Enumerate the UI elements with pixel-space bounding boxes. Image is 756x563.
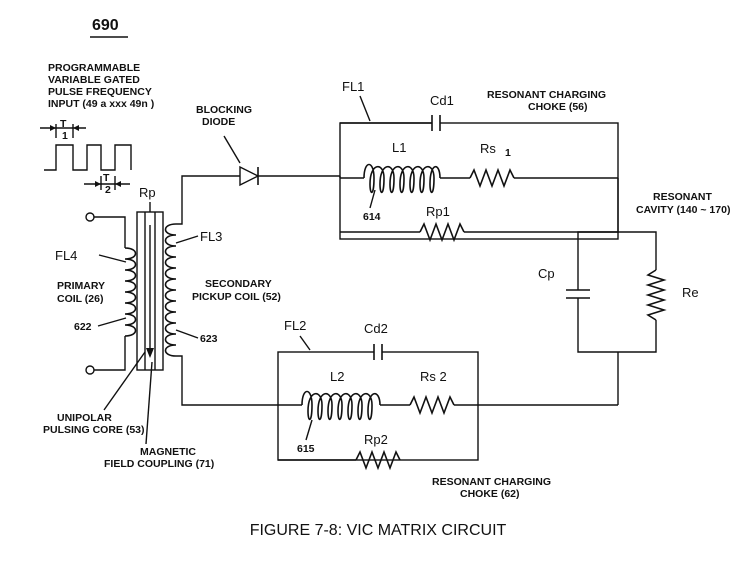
- pulse-input-line1: PROGRAMMABLE: [48, 62, 140, 74]
- blocking-diode-triangle: [239, 165, 260, 187]
- fl2-pointer: [299, 335, 311, 351]
- t2-subscript: 2: [105, 184, 111, 196]
- coupling-line1: MAGNETIC: [140, 446, 196, 458]
- cd2-label: Cd2: [364, 321, 388, 336]
- input-terminal-top: [85, 212, 95, 222]
- primary-line1: PRIMARY: [57, 280, 105, 292]
- fl1-pointer: [359, 95, 371, 122]
- fl3-label: FL3: [200, 229, 222, 244]
- choke-top-title-line2: CHOKE (56): [528, 101, 588, 113]
- t2-label: T: [103, 172, 110, 184]
- secondary-coil: [164, 223, 177, 357]
- ref-622-pointer: [97, 317, 127, 327]
- secondary-line1: SECONDARY: [205, 278, 272, 290]
- t1-subscript: 1: [62, 130, 68, 142]
- l2-label: L2: [330, 369, 344, 384]
- choke-top-title-line1: RESONANT CHARGING: [487, 89, 606, 101]
- figure-caption: FIGURE 7-8: VIC MATRIX CIRCUIT: [250, 522, 507, 539]
- rs1-label: Rs: [480, 141, 496, 156]
- pulse-input-line3: PULSE FREQUENCY: [48, 86, 152, 98]
- l1-label: L1: [392, 140, 406, 155]
- primary-line2: COIL (26): [57, 293, 103, 305]
- wire-secondary-to-diode: [176, 175, 240, 225]
- ref-615: 615: [297, 443, 315, 455]
- figure-number: 690: [92, 17, 119, 34]
- choke-top: [339, 115, 619, 243]
- core-pointer: [103, 351, 146, 411]
- pulse-input-line4: INPUT (49 a xxx 49n ): [48, 98, 154, 110]
- cavity-line2: CAVITY (140 ~ 170): [636, 204, 730, 216]
- ref-623-pointer: [175, 329, 199, 339]
- cd1-label: Cd1: [430, 93, 454, 108]
- resonant-cavity: [566, 178, 667, 405]
- wire-secondary-to-choke2: [176, 355, 278, 406]
- fl4-label: FL4: [55, 248, 77, 263]
- t1-label: T: [60, 118, 67, 130]
- rp1-label: Rp1: [426, 204, 450, 219]
- fl4-pointer: [98, 254, 127, 263]
- rs1-subscript: 1: [505, 147, 511, 159]
- choke-bottom-title-line2: CHOKE (62): [460, 488, 520, 500]
- diode-line2: DIODE: [202, 116, 235, 128]
- input-terminal-bottom: [85, 365, 95, 375]
- rs2-label: Rs 2: [420, 369, 447, 384]
- primary-coil: [124, 247, 137, 337]
- primary-wire-bottom: [94, 336, 126, 371]
- field-arrowhead: [146, 348, 154, 358]
- core-line2: PULSING CORE (53): [43, 424, 145, 436]
- pulse-waveform: [40, 124, 132, 190]
- primary-wire-top: [94, 216, 126, 248]
- diode-pointer: [223, 135, 241, 164]
- coupling-line2: FIELD COUPLING (71): [104, 458, 214, 470]
- choke-bottom: [277, 344, 618, 471]
- ref-623: 623: [200, 333, 218, 345]
- ref-614-pointer: [369, 189, 376, 209]
- rp-label: Rp: [139, 185, 156, 200]
- ref-622: 622: [74, 321, 92, 333]
- pulse-input-line2: VARIABLE GATED: [48, 74, 140, 86]
- secondary-line2: PICKUP COIL (52): [192, 291, 281, 303]
- cavity-line1: RESONANT: [653, 191, 713, 203]
- re-label: Re: [682, 285, 699, 300]
- fl2-label: FL2: [284, 318, 306, 333]
- ref-614: 614: [363, 211, 381, 223]
- core-line1: UNIPOLAR: [57, 412, 112, 424]
- fl3-pointer: [175, 235, 199, 244]
- diode-line1: BLOCKING: [196, 104, 252, 116]
- rp2-label: Rp2: [364, 432, 388, 447]
- fl1-label: FL1: [342, 79, 364, 94]
- coupling-pointer: [145, 361, 153, 445]
- ref-615-pointer: [305, 419, 313, 441]
- choke-bottom-title-line1: RESONANT CHARGING: [432, 476, 551, 488]
- cp-label: Cp: [538, 266, 555, 281]
